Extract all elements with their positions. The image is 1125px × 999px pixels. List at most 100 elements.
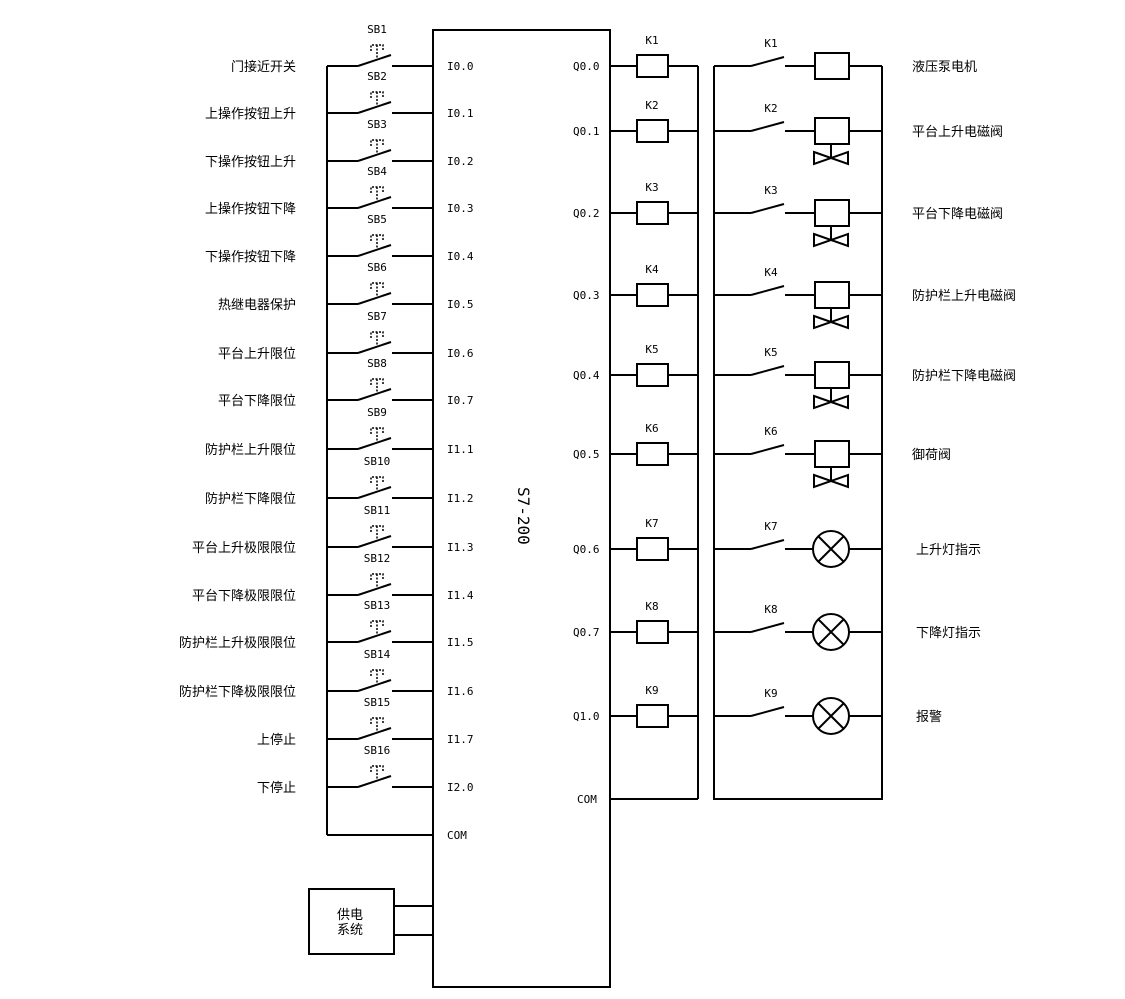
input-device-label: 防护栏下降极限限位	[179, 684, 296, 700]
valve-icon	[813, 473, 849, 489]
relay-label: K8	[645, 600, 658, 613]
switch-label: SB7	[367, 310, 387, 323]
output-terminal: Q0.6	[573, 543, 600, 556]
relay-coil	[636, 704, 669, 728]
switch-contact	[357, 535, 392, 548]
load-circuit-rail	[713, 66, 883, 800]
input-terminal: I0.4	[447, 250, 474, 263]
pushbutton-icon	[370, 765, 384, 779]
load-coil	[814, 281, 850, 309]
switch-contact	[357, 630, 392, 643]
input-terminal: I1.2	[447, 492, 474, 505]
valve-icon	[813, 394, 849, 410]
relay-contact	[750, 539, 785, 550]
switch-contact	[357, 54, 392, 67]
input-device-label: 下停止	[257, 780, 296, 796]
input-terminal: I2.0	[447, 781, 474, 794]
pushbutton-icon	[370, 476, 384, 490]
relay-coil	[636, 620, 669, 644]
relay-label: K6	[645, 422, 658, 435]
power-supply: 供电 系统	[308, 888, 433, 955]
load-label: 防护栏下降电磁阀	[912, 368, 1016, 384]
pushbutton-icon	[370, 282, 384, 296]
input-device-label: 防护栏下降限位	[205, 491, 296, 507]
output-terminal: Q0.0	[573, 60, 600, 73]
plc-model-label: S7-200	[514, 487, 533, 545]
pushbutton-icon	[370, 427, 384, 441]
input-terminal: I0.0	[447, 60, 474, 73]
switch-label: SB4	[367, 165, 387, 178]
output-terminal: Q0.4	[573, 369, 600, 382]
lamp-cross	[817, 618, 845, 646]
input-row: SB4 上操作按钮下降 I0.3	[205, 165, 474, 217]
switch-label: SB15	[364, 696, 391, 709]
valve-icon	[813, 232, 849, 248]
pushbutton-icon	[370, 620, 384, 634]
plc-box	[432, 29, 611, 988]
contact-label: K7	[764, 520, 777, 533]
power-supply-label-1: 供电	[337, 908, 363, 923]
output-terminal: Q0.3	[573, 289, 600, 302]
contact-label: K2	[764, 102, 777, 115]
contact-label: K8	[764, 603, 777, 616]
switch-label: SB16	[364, 744, 391, 757]
valve-icon	[813, 150, 849, 166]
input-terminal: I0.5	[447, 298, 474, 311]
load-label: 上升灯指示	[916, 543, 981, 558]
input-device-label: 上操作按钮上升	[205, 106, 296, 122]
switch-contact	[357, 775, 392, 788]
relay-coil	[636, 54, 669, 78]
switch-label: SB6	[367, 261, 387, 274]
relay-contact	[750, 203, 785, 214]
relay-contact	[750, 121, 785, 132]
pushbutton-icon	[370, 91, 384, 105]
switch-label: SB10	[364, 455, 391, 468]
switch-contact	[357, 679, 392, 692]
relay-contact	[750, 444, 785, 455]
pushbutton-icon	[370, 669, 384, 683]
input-terminal: I0.3	[447, 202, 474, 215]
contact-label: K4	[764, 266, 778, 279]
load-coil	[814, 52, 850, 80]
relay-coil	[636, 442, 669, 466]
input-device-label: 上停止	[257, 732, 296, 748]
relay-contact	[750, 365, 785, 376]
switch-contact	[357, 388, 392, 401]
relay-contact	[750, 56, 785, 67]
input-device-label: 平台上升极限限位	[192, 541, 296, 556]
load-coil	[814, 361, 850, 389]
input-device-label: 上操作按钮下降	[205, 201, 296, 217]
input-terminal: I1.1	[447, 443, 474, 456]
lamp-cross	[817, 535, 845, 563]
pushbutton-icon	[370, 234, 384, 248]
switch-contact	[357, 149, 392, 162]
relay-coil	[636, 363, 669, 387]
load-coil	[814, 440, 850, 468]
load-label: 液压泵电机	[912, 60, 977, 75]
load-label: 平台上升电磁阀	[912, 125, 1003, 140]
input-device-label: 热继电器保护	[218, 298, 296, 313]
input-row: SB10 防护栏下降限位 I1.2	[205, 455, 474, 507]
load-coil	[814, 199, 850, 227]
relay-contact	[750, 622, 785, 633]
lamp-cross	[817, 702, 845, 730]
input-terminal: I0.1	[447, 107, 474, 120]
pushbutton-icon	[370, 186, 384, 200]
relay-label: K9	[645, 684, 658, 697]
pushbutton-icon	[370, 525, 384, 539]
input-device-label: 平台下降限位	[218, 394, 296, 409]
switch-label: SB14	[364, 648, 391, 661]
